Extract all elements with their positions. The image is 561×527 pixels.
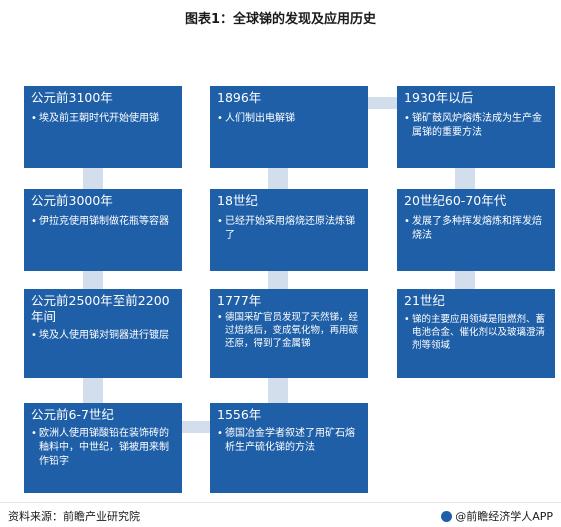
box-desc: 锑的主要应用领域是阻燃剂、蓄电池合金、催化剂以及玻璃澄清剂等领域 <box>404 313 549 352</box>
chart-title: 图表1：全球锑的发现及应用历史 <box>184 12 377 27</box>
connector-col1-3 <box>83 378 103 403</box>
box-heading: 1777年 <box>217 293 262 308</box>
connector-col2-3 <box>268 168 288 189</box>
connector-col2-2 <box>268 271 288 289</box>
box-desc: 德国冶金学者叙述了用矿石熔析生产硫化锑的方法 <box>217 427 362 455</box>
box-heading: 公元前6-7世纪 <box>31 407 114 422</box>
box-heading: 公元前2500年至前2200年间 <box>31 293 170 324</box>
box-heading: 20世纪60-70年代 <box>404 193 507 208</box>
box-desc: 伊拉克使用锑制做花瓶等容器 <box>31 215 176 229</box>
timeline-box-1960s-70s: 20世纪60-70年代 发展了多种挥发熔炼和挥发焙烧法 <box>397 189 555 271</box>
box-desc: 埃及人使用锑对铜器进行镀层 <box>31 329 176 343</box>
box-desc: 埃及前王朝时代开始使用锑 <box>31 112 176 126</box>
box-heading: 18世纪 <box>217 193 258 208</box>
box-desc: 德国采矿官员发现了天然锑，经过焙烧后，变成氧化物，再用碳还原，得到了金属锑 <box>217 311 362 350</box>
box-heading: 1556年 <box>217 407 262 422</box>
box-heading: 公元前3100年 <box>31 90 113 105</box>
box-desc: 锑矿鼓风炉熔炼法成为生产金属锑的重要方法 <box>404 112 549 140</box>
brand-logo-icon <box>441 510 453 522</box>
box-heading: 1930年以后 <box>404 90 474 105</box>
timeline-box-1930: 1930年以后 锑矿鼓风炉熔炼法成为生产金属锑的重要方法 <box>397 86 555 168</box>
brand-text: @前瞻经济学人APP <box>455 510 553 523</box>
source-note: 资料来源：前瞻产业研究院 <box>8 510 140 523</box>
timeline-box-1896: 1896年 人们制出电解锑 <box>210 86 368 168</box>
brand-credit: @前瞻经济学人APP <box>441 508 553 524</box>
box-desc: 人们制出电解锑 <box>217 112 362 126</box>
connector-col3-1 <box>455 168 475 189</box>
connector-col2-1 <box>268 378 288 403</box>
timeline-box-2500bc: 公元前2500年至前2200年间 埃及人使用锑对铜器进行镀层 <box>24 289 182 378</box>
box-heading: 21世纪 <box>404 293 445 308</box>
timeline-box-1556: 1556年 德国冶金学者叙述了用矿石熔析生产硫化锑的方法 <box>210 403 368 493</box>
box-heading: 1896年 <box>217 90 262 105</box>
timeline-box-18th-century: 18世纪 已经开始采用熔烧还原法炼锑了 <box>210 189 368 271</box>
connector-col1-2 <box>83 271 103 289</box>
footer-divider <box>0 502 561 503</box>
box-desc: 已经开始采用熔烧还原法炼锑了 <box>217 215 362 243</box>
box-desc: 欧洲人使用锑酸铅在装饰砖的釉料中，中世纪，锑被用来制作铅字 <box>31 427 176 469</box>
timeline-box-21st-century: 21世纪 锑的主要应用领域是阻燃剂、蓄电池合金、催化剂以及玻璃澄清剂等领域 <box>397 289 555 378</box>
timeline-box-6-7th-century-bc: 公元前6-7世纪 欧洲人使用锑酸铅在装饰砖的釉料中，中世纪，锑被用来制作铅字 <box>24 403 182 493</box>
connector-col1-1 <box>83 168 103 189</box>
box-desc: 发展了多种挥发熔炼和挥发焙烧法 <box>404 215 549 243</box>
timeline-box-1777: 1777年 德国采矿官员发现了天然锑，经过焙烧后，变成氧化物，再用碳还原，得到了… <box>210 289 368 378</box>
timeline-box-3000bc: 公元前3000年 伊拉克使用锑制做花瓶等容器 <box>24 189 182 271</box>
timeline-box-3100bc: 公元前3100年 埃及前王朝时代开始使用锑 <box>24 86 182 168</box>
box-heading: 公元前3000年 <box>31 193 113 208</box>
connector-col3-2 <box>455 271 475 289</box>
